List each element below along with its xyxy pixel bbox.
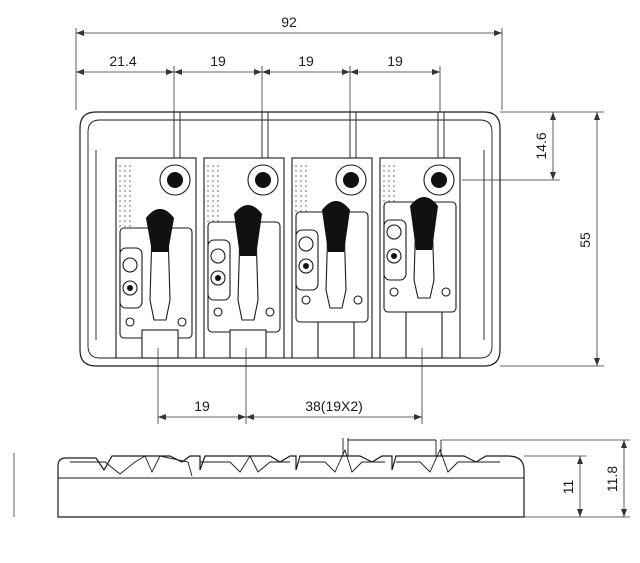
dimension-string-spacing — [76, 66, 441, 112]
saddle-1 — [115, 157, 197, 359]
saddle-4 — [379, 157, 461, 359]
overall-width-label: 92 — [281, 14, 297, 30]
screw-hole-icon — [255, 172, 271, 188]
saddle-3 — [291, 157, 373, 359]
top-view: 92 21.4 19 19 19 14.6 — [75, 14, 604, 424]
dimension-screw-offset — [462, 111, 560, 181]
screw-hole-icon — [167, 172, 183, 188]
first-offset-label: 21.4 — [109, 53, 136, 69]
spacing-label-3: 19 — [387, 53, 403, 69]
saddle-2 — [203, 157, 285, 359]
dimension-overall-width — [75, 28, 503, 110]
bottom-span-label: 38(19X2) — [305, 398, 363, 414]
dimension-bottom-spacing — [157, 348, 423, 424]
dimension-side-heights — [441, 439, 630, 518]
spacing-label-1: 19 — [210, 53, 226, 69]
screw-offset-label: 14.6 — [533, 132, 549, 159]
dimension-overall-length — [500, 111, 604, 367]
side-height-label-a: 11 — [560, 480, 576, 495]
overall-length-label: 55 — [577, 232, 593, 248]
bottom-spacing-label: 19 — [194, 398, 210, 414]
screw-hole-icon — [431, 172, 447, 188]
side-height-label-b: 11.8 — [604, 466, 620, 492]
strings — [173, 112, 445, 165]
side-view: 11 11.8 — [13, 438, 630, 518]
spacing-label-2: 19 — [298, 53, 314, 69]
screw-hole-icon — [343, 172, 359, 188]
